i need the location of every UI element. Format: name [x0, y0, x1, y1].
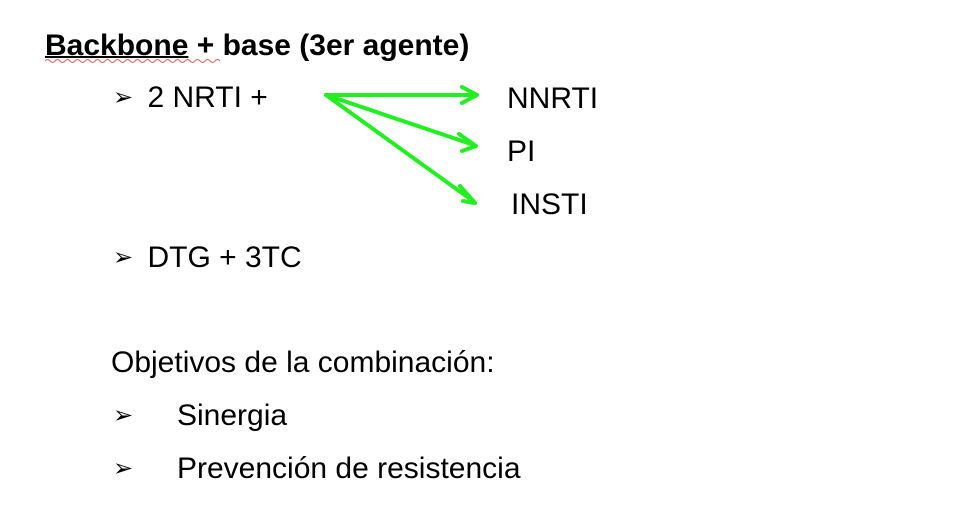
- target-nnrti: NNRTI: [507, 82, 599, 115]
- title-rest: + base (3er agente): [188, 29, 470, 62]
- objective-text: Sinergia: [177, 399, 288, 432]
- target-pi: PI: [507, 135, 536, 168]
- nrti-text: 2 NRTI +: [147, 81, 268, 114]
- slide-title: Backbone + base (3er agente): [45, 28, 469, 64]
- objective-item: ➢ Sinergia: [113, 398, 287, 434]
- objective-item: ➢ Prevención de resistencia: [113, 451, 521, 487]
- spellcheck-squiggle: [45, 59, 220, 63]
- bullet-nrti: ➢ 2 NRTI +: [113, 80, 268, 116]
- arrow-bullet-icon: ➢: [113, 455, 134, 482]
- objective-text: Prevención de resistencia: [177, 452, 521, 485]
- arrow-to-pi: [324, 93, 476, 147]
- arrowhead-pi: [457, 132, 478, 153]
- arrow-bullet-icon: ➢: [113, 84, 134, 111]
- dtg-text: DTG + 3TC: [147, 241, 302, 274]
- arrow-bullet-icon: ➢: [113, 244, 134, 271]
- arrowhead-nnrti: [460, 85, 479, 105]
- arrowhead-insti: [458, 184, 477, 205]
- objectives-heading: Objetivos de la combinación:: [111, 346, 495, 379]
- bullet-dtg: ➢ DTG + 3TC: [113, 240, 302, 276]
- target-insti: INSTI: [511, 188, 588, 221]
- arrow-to-insti: [324, 93, 475, 203]
- arrow-bullet-icon: ➢: [113, 402, 134, 429]
- title-underlined: Backbone: [45, 29, 189, 62]
